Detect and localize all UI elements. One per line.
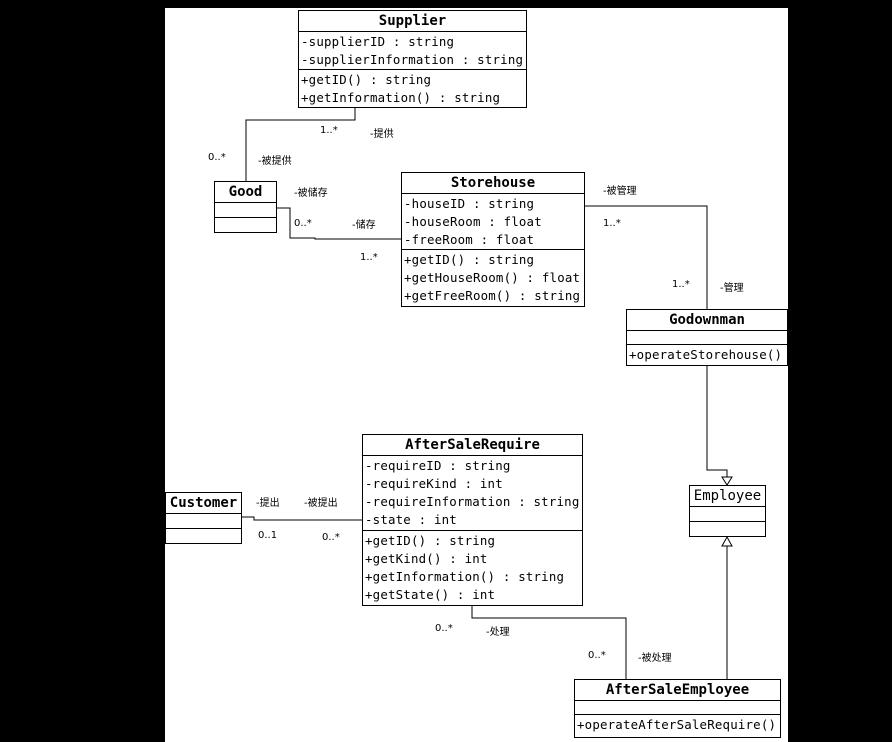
diagram-canvas	[165, 8, 788, 742]
operation: +getID() : string	[301, 72, 432, 87]
role-label: -提出	[256, 498, 280, 509]
association-storehouse-godownman	[585, 205, 708, 309]
attribute: -requireInformation : string	[365, 494, 580, 509]
class-aftersalerequire[interactable]: AfterSaleRequire -requireID : string -re…	[362, 434, 583, 606]
attributes-section	[575, 701, 780, 715]
class-aftersaleemployee[interactable]: AfterSaleEmployee +operateAfterSaleRequi…	[574, 679, 781, 738]
class-supplier[interactable]: Supplier -supplierID : string -supplierI…	[298, 10, 527, 108]
multiplicity-label: 1..*	[603, 218, 621, 229]
attributes-section: -requireID : string -requireKind : int -…	[363, 456, 582, 531]
multiplicity-label: 0..*	[294, 218, 312, 229]
operation: +getInformation() : string	[301, 90, 501, 105]
operations-section: +getID() : string +getKind() : int +getI…	[363, 531, 582, 604]
operation: +operateStorehouse()	[629, 347, 783, 362]
operation: +getKind() : int	[365, 551, 488, 566]
attributes-section: -houseID : string -houseRoom : float -fr…	[402, 194, 584, 250]
multiplicity-label: 0..1	[258, 530, 278, 541]
operation: +operateAfterSaleRequire()	[577, 717, 777, 732]
generalization-arrowhead-2	[721, 535, 733, 547]
role-label: -管理	[720, 283, 744, 294]
attribute: -state : int	[365, 512, 457, 527]
class-storehouse[interactable]: Storehouse -houseID : string -houseRoom …	[401, 172, 585, 307]
multiplicity-label: 1..*	[320, 125, 338, 136]
class-name: AfterSaleRequire	[363, 435, 582, 456]
attribute: -supplierInformation : string	[301, 52, 524, 67]
class-name: Godownman	[627, 310, 787, 331]
operation: +getID() : string	[365, 533, 496, 548]
operation: +getInformation() : string	[365, 569, 565, 584]
attribute: -requireID : string	[365, 458, 511, 473]
role-label: -处理	[486, 627, 510, 638]
class-name: Storehouse	[402, 173, 584, 194]
role-label: -储存	[352, 220, 376, 231]
class-name: Employee	[690, 486, 765, 507]
operation: +getHouseRoom() : float	[404, 270, 581, 285]
role-label: -被管理	[603, 186, 637, 197]
class-name: AfterSaleEmployee	[575, 680, 780, 701]
association-supplier-good	[245, 108, 356, 181]
association-good-storehouse	[277, 207, 402, 240]
operation: +getFreeRoom() : string	[404, 288, 581, 303]
multiplicity-label: 1..*	[672, 279, 690, 290]
attribute: -houseID : string	[404, 196, 535, 211]
multiplicity-label: 0..*	[322, 532, 340, 543]
role-label: -被提出	[304, 498, 338, 509]
attributes-section	[215, 203, 276, 218]
generalization-godownman-employee	[706, 366, 728, 477]
attribute: -supplierID : string	[301, 34, 455, 49]
attribute: -freeRoom : float	[404, 232, 535, 247]
attributes-section	[690, 507, 765, 522]
operations-section: +getID() : string +getHouseRoom() : floa…	[402, 250, 584, 305]
class-name: Customer	[166, 493, 241, 514]
multiplicity-label: 0..*	[588, 650, 606, 661]
role-label: -被储存	[294, 188, 328, 199]
role-label: -提供	[370, 129, 394, 140]
multiplicity-label: 0..*	[208, 152, 226, 163]
operations-section: +operateAfterSaleRequire()	[575, 715, 780, 734]
class-name: Good	[215, 182, 276, 203]
attributes-section: -supplierID : string -supplierInformatio…	[299, 32, 526, 70]
operation: +getState() : int	[365, 587, 496, 602]
operation: +getID() : string	[404, 252, 535, 267]
role-label: -被提供	[258, 156, 292, 167]
operations-section: +getID() : string +getInformation() : st…	[299, 70, 526, 107]
attribute: -houseRoom : float	[404, 214, 542, 229]
role-label: -被处理	[638, 653, 672, 664]
attributes-section	[627, 331, 787, 345]
association-require-employee	[471, 606, 627, 679]
generalization-arrowhead-1	[721, 476, 733, 486]
class-employee[interactable]: Employee	[689, 485, 766, 537]
association-customer-require	[241, 516, 362, 521]
multiplicity-label: 0..*	[435, 623, 453, 634]
attributes-section	[166, 514, 241, 529]
class-name: Supplier	[299, 11, 526, 32]
class-godownman[interactable]: Godownman +operateStorehouse()	[626, 309, 788, 366]
attribute: -requireKind : int	[365, 476, 503, 491]
multiplicity-label: 1..*	[360, 252, 378, 263]
operations-section: +operateStorehouse()	[627, 345, 787, 364]
class-customer[interactable]: Customer	[165, 492, 242, 544]
class-good[interactable]: Good	[214, 181, 277, 233]
